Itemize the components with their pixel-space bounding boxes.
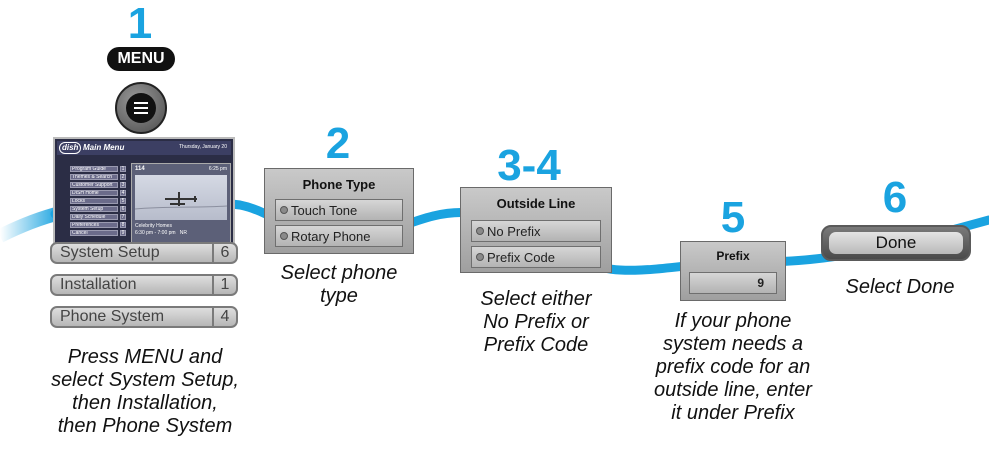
step-1-number: 1: [127, 0, 153, 48]
step-2-number: 2: [325, 119, 351, 168]
prefix-input[interactable]: 9: [689, 272, 777, 294]
tv-channel: 114: [135, 166, 145, 172]
tv-menu-item[interactable]: Program Guide: [70, 166, 118, 172]
tv-title: Main Menu: [83, 143, 125, 152]
pill-num: 1: [212, 276, 236, 294]
option-rotary-phone[interactable]: Rotary Phone: [275, 225, 403, 247]
tv-time: 6:25 pm: [208, 166, 227, 172]
menu-key-label: MENU: [117, 50, 165, 67]
option-prefix-code[interactable]: Prefix Code: [471, 246, 601, 268]
tv-menu-item[interactable]: System Setup: [70, 206, 118, 212]
menu-button[interactable]: [115, 82, 167, 134]
flow-path-fade: [0, 206, 62, 243]
tv-menu-list: Program Guide 1 Themes & Search 2 Custom…: [70, 166, 128, 242]
step-6-caption: Select Done: [845, 276, 955, 298]
tv-preview: 114 6:25 pm Celebrity Homes 6:30 pm - 7:…: [131, 163, 231, 243]
done-button[interactable]: Done: [821, 225, 971, 261]
pill-label: Installation: [60, 276, 137, 293]
tv-menu-num: 3: [120, 182, 126, 188]
tv-program-title: Celebrity Homes: [135, 223, 172, 229]
step-5-caption: If your phone system needs a prefix code…: [654, 310, 812, 424]
tv-menu-num: 1: [120, 166, 126, 172]
menu-lines-icon: [126, 93, 156, 123]
tv-video: [134, 175, 228, 220]
panel-title: Outside Line: [496, 196, 576, 211]
panel-title: Phone Type: [302, 177, 376, 192]
pill-system-setup[interactable]: System Setup 6: [50, 242, 238, 264]
tv-menu-item[interactable]: Daily Schedule: [70, 214, 118, 220]
outside-line-panel: Outside Line No Prefix Prefix Code: [460, 187, 612, 273]
tv-menu-item[interactable]: Customer Support: [70, 182, 118, 188]
tv-date: Thursday, January 20: [179, 144, 227, 150]
phone-type-panel: Phone Type Touch Tone Rotary Phone: [264, 168, 414, 254]
pill-installation[interactable]: Installation 1: [50, 274, 238, 296]
pill-phone-system[interactable]: Phone System 4: [50, 306, 238, 328]
tv-menu-num: 6: [120, 206, 126, 212]
panel-title: Prefix: [716, 249, 750, 263]
step-3-4-caption: Select either No Prefix or Prefix Code: [480, 288, 592, 356]
option-no-prefix[interactable]: No Prefix: [471, 220, 601, 242]
radio-icon: [476, 227, 484, 235]
option-touch-tone[interactable]: Touch Tone: [275, 199, 403, 221]
step-6-number: 6: [882, 173, 908, 222]
menu-key[interactable]: MENU: [107, 47, 175, 71]
tv-menu-num: 5: [120, 198, 126, 204]
tv-menu-item[interactable]: Preferences: [70, 222, 118, 228]
tv-program-time: 6:30 pm - 7:00 pm NR: [135, 230, 187, 236]
tv-menu-num: 7: [120, 214, 126, 220]
prefix-panel: Prefix 9: [680, 241, 786, 301]
tv-menu-num: 8: [120, 222, 126, 228]
tv-menu-num: 9: [120, 230, 126, 236]
tv-screen: dish Main Menu Thursday, January 20 Prog…: [53, 137, 235, 245]
step-2-caption: Select phone type: [280, 262, 398, 307]
pill-label: Phone System: [60, 308, 165, 325]
pill-num: 4: [212, 308, 236, 326]
tv-header: dish Main Menu Thursday, January 20: [57, 141, 231, 155]
dish-logo: dish: [59, 142, 82, 154]
tv-menu-item[interactable]: DISH Home: [70, 190, 118, 196]
seaplane-icon: [134, 192, 228, 210]
tv-menu-num: 4: [120, 190, 126, 196]
radio-icon: [280, 232, 288, 240]
tv-menu-item[interactable]: Cancel: [70, 230, 118, 236]
tv-menu-item[interactable]: Themes & Search: [70, 174, 118, 180]
radio-icon: [476, 253, 484, 261]
done-label: Done: [875, 233, 917, 252]
radio-icon: [280, 206, 288, 214]
pill-num: 6: [212, 244, 236, 262]
pill-label: System Setup: [60, 244, 160, 261]
tv-menu-num: 2: [120, 174, 126, 180]
step-3-4-number: 3-4: [497, 141, 561, 190]
step-1-caption: Press MENU and select System Setup, then…: [51, 346, 239, 437]
tv-menu-item[interactable]: Locks: [70, 198, 118, 204]
step-5-number: 5: [720, 193, 746, 242]
